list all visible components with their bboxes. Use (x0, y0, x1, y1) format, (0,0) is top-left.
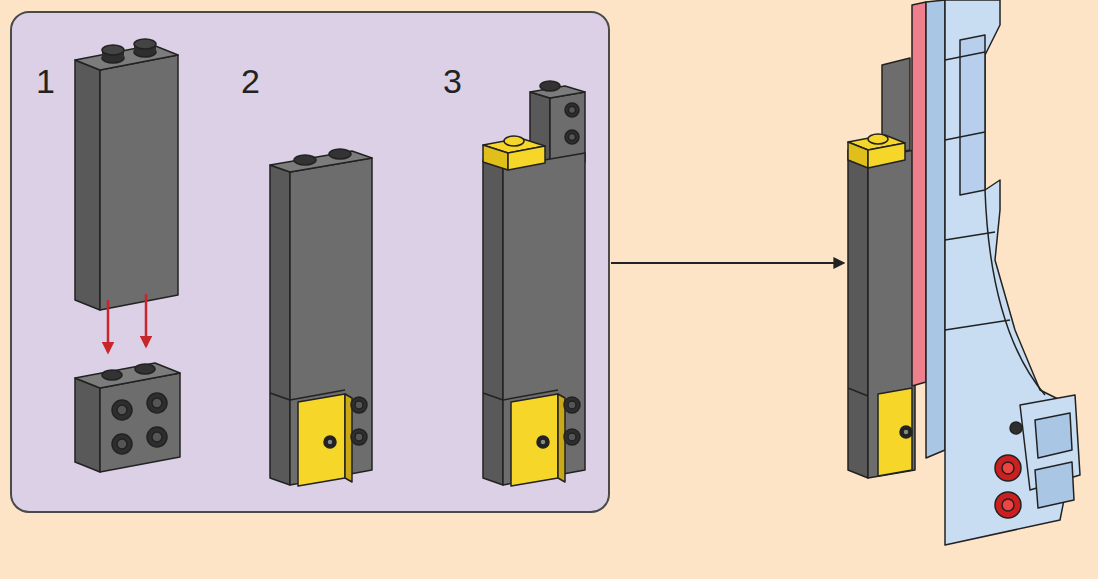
result-arrow (611, 262, 843, 264)
side-stud-brick (75, 363, 180, 472)
placement-arrow (145, 294, 148, 346)
step-2-assembly (270, 149, 372, 486)
step-number: 1 (36, 64, 55, 98)
tall-brick (75, 39, 178, 310)
step-number: 2 (241, 64, 260, 98)
placement-arrow (107, 300, 110, 352)
step-panel (11, 12, 609, 512)
final-assembly (848, 0, 1080, 545)
step-number: 3 (443, 64, 462, 98)
step-3-assembly (483, 81, 585, 486)
